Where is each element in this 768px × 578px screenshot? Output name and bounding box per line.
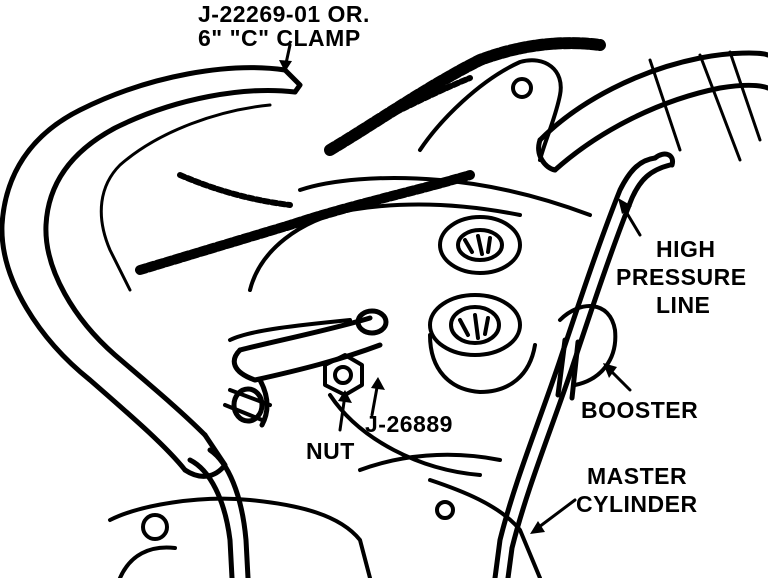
arrowheads	[279, 60, 632, 534]
label-tool-j26889: J-26889	[365, 411, 453, 437]
label-booster: BOOSTER	[581, 397, 698, 423]
tool-j26889	[223, 308, 389, 428]
labels: J-22269-01 OR. 6" "C" CLAMP HIGH PRESSUR…	[198, 1, 747, 517]
label-high-pressure-line3: LINE	[656, 292, 710, 318]
illustration	[0, 37, 768, 578]
label-clamp-line1: J-22269-01 OR.	[198, 1, 370, 27]
label-high-pressure-line1: HIGH	[656, 236, 716, 262]
nut	[323, 353, 364, 397]
wiring-harness	[135, 37, 606, 275]
label-clamp-line2: 6" "C" CLAMP	[198, 25, 361, 51]
label-high-pressure-line2: PRESSURE	[616, 264, 747, 290]
label-master-line1: MASTER	[587, 463, 687, 489]
c-clamp	[0, 65, 303, 479]
high-pressure-line-tube	[187, 151, 676, 578]
label-master-line2: CYLINDER	[576, 491, 698, 517]
label-nut: NUT	[306, 438, 355, 464]
vacuum-hose	[536, 50, 768, 173]
master-cylinder-body	[108, 58, 618, 578]
